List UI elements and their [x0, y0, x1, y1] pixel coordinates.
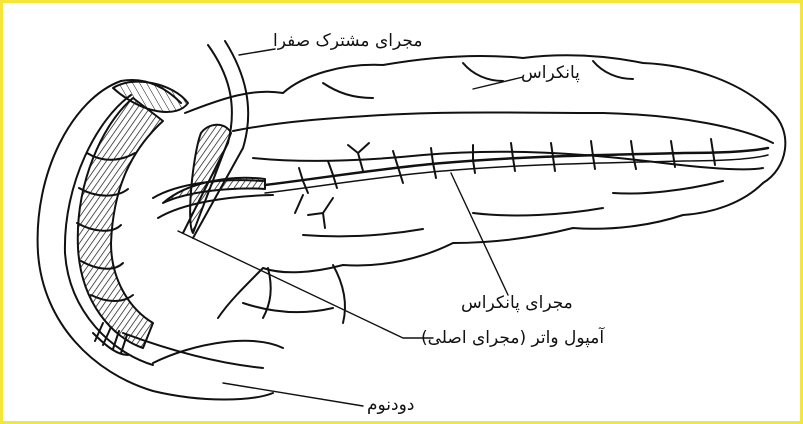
leader-pancreas — [473, 77, 523, 89]
leader-duodenum — [223, 383, 363, 406]
label-ampulla-of-vater: آمپول واتر (مجرای اصلی) — [421, 328, 604, 348]
leader-bile-duct — [239, 49, 275, 55]
leader-pancreatic-duct — [451, 173, 508, 295]
label-common-bile-duct: مجرای مشترک صفرا — [273, 31, 422, 51]
label-pancreatic-duct: مجرای پانکراس — [461, 293, 573, 313]
pancreas-illustration — [3, 3, 800, 421]
label-pancreas: پانکراس — [521, 63, 580, 83]
label-duodenum: دودنوم — [367, 395, 414, 415]
duodenum-wall-hatched — [78, 98, 163, 348]
leader-ampulla — [178, 231, 433, 338]
